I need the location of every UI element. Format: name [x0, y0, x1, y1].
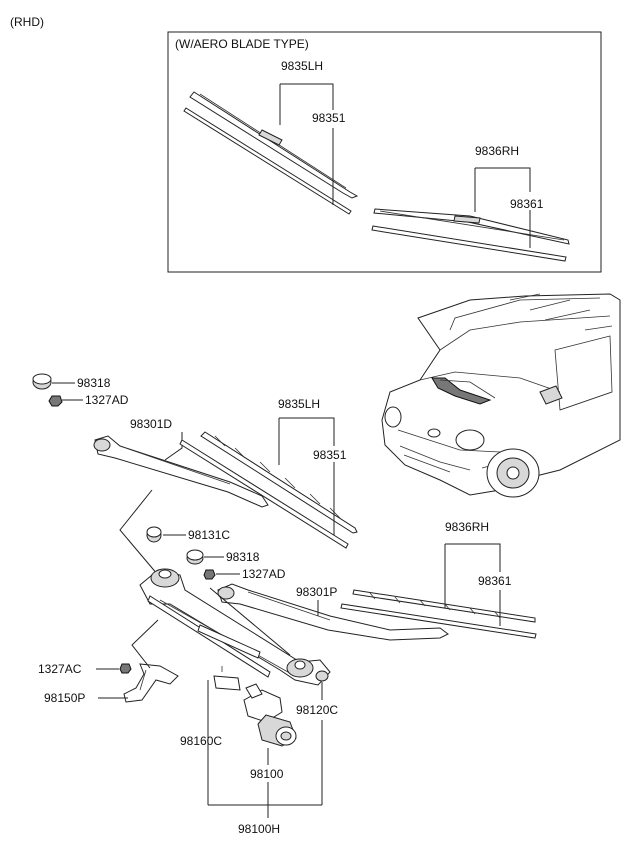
pivot-cap-label: 98131C [188, 528, 230, 542]
pivot [315, 670, 329, 682]
inset-rh-refill-label: 98361 [510, 197, 544, 211]
assembly-label: 98100H [238, 822, 280, 836]
nut-upper [48, 395, 63, 407]
refill-lh-label: 98351 [313, 448, 347, 462]
variant-label: (RHD) [10, 15, 44, 29]
cap-lower-label: 98318 [226, 550, 260, 564]
blade-rh-label: 9836RH [445, 520, 489, 534]
arm-lh-label: 98301D [130, 417, 172, 431]
vehicle-illustration [381, 293, 621, 498]
linkage-part [213, 666, 241, 691]
bracket [123, 663, 179, 703]
blade-lh-label: 9835LH [278, 397, 320, 411]
motor [243, 683, 297, 747]
blade-lh [179, 431, 358, 549]
blade-rh [340, 589, 537, 639]
pivot-label: 98120C [296, 703, 338, 717]
inset-rh-blade [371, 208, 570, 262]
inset-rh-blade-label: 9836RH [475, 144, 519, 158]
arm-lh [93, 435, 269, 508]
bolt-bracket-label: 1327AC [38, 662, 82, 676]
inset-lh-blade [183, 91, 359, 215]
arm-rh [217, 583, 449, 641]
motor-label: 98100 [250, 767, 284, 781]
linkage-label: 98160C [180, 734, 222, 748]
inset-title: (W/AERO BLADE TYPE) [175, 37, 309, 51]
refill-rh-label: 98361 [478, 574, 512, 588]
inset-lh-blade-label: 9835LH [281, 59, 323, 73]
arm-rh-label: 98301P [296, 585, 337, 599]
inset-lh-refill-label: 98351 [312, 111, 346, 125]
nut-lower-label: 1327AD [242, 567, 286, 581]
aero-blade-inset: (W/AERO BLADE TYPE) 9835LH 98351 9836RH … [167, 31, 602, 273]
nut-upper-label: 1327AD [85, 393, 129, 407]
cap-lower [186, 549, 204, 565]
bolt-bracket [119, 663, 132, 674]
pivot-cap [146, 526, 162, 543]
cap-upper-label: 98318 [77, 376, 111, 390]
nut-lower [203, 569, 216, 580]
bracket-label: 98150P [44, 691, 85, 705]
linkage-frame [139, 568, 331, 686]
cap-upper [32, 373, 52, 390]
